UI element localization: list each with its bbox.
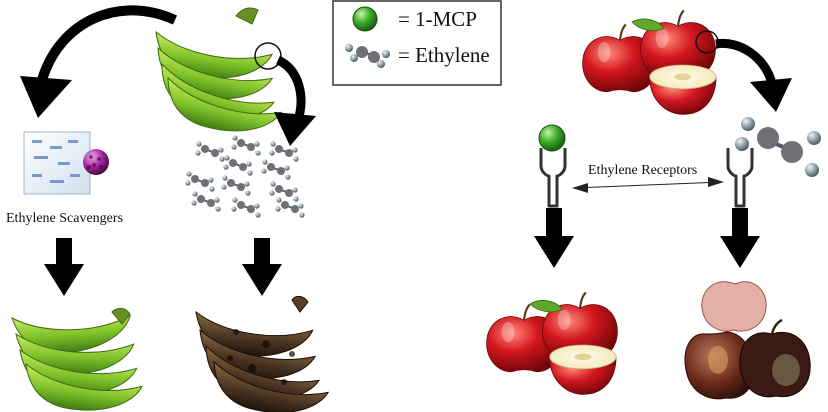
ethylene-molecule-large-image bbox=[735, 117, 821, 177]
down-arrow-ethylene-apple bbox=[720, 208, 760, 268]
scavenger-packet-image bbox=[23, 131, 109, 195]
receptors-label: Ethylene Receptors bbox=[588, 163, 697, 178]
scavengers-label: Ethylene Scavengers bbox=[6, 211, 123, 226]
curved-arrow-left bbox=[20, 5, 178, 118]
ethylene-cloud bbox=[184, 134, 306, 219]
mcp-legend-label: = 1-MCP bbox=[398, 7, 477, 31]
receptor-right bbox=[726, 146, 754, 208]
receptor-left bbox=[539, 146, 567, 208]
green-banana-bunch-image bbox=[149, 7, 283, 145]
down-arrow-mcp bbox=[534, 208, 574, 268]
down-arrow-scavenger bbox=[44, 238, 84, 296]
down-arrow-ethylene bbox=[242, 238, 282, 296]
fresh-banana-image bbox=[11, 307, 144, 412]
curved-arrow-apple bbox=[715, 38, 792, 112]
ethylene-legend-label: = Ethylene bbox=[398, 43, 490, 67]
rotten-apple-image bbox=[684, 281, 811, 400]
focus-circle bbox=[254, 42, 282, 70]
overripe-banana-image bbox=[191, 295, 330, 412]
ethylene-molecule-icon bbox=[345, 44, 390, 68]
double-arrow bbox=[572, 177, 724, 193]
mcp-molecule-image bbox=[538, 124, 566, 152]
fresh-apple-image bbox=[485, 291, 619, 395]
curved-arrow-right bbox=[274, 55, 316, 146]
apple-group-top-image bbox=[581, 9, 717, 115]
green-sphere-icon bbox=[352, 6, 378, 32]
